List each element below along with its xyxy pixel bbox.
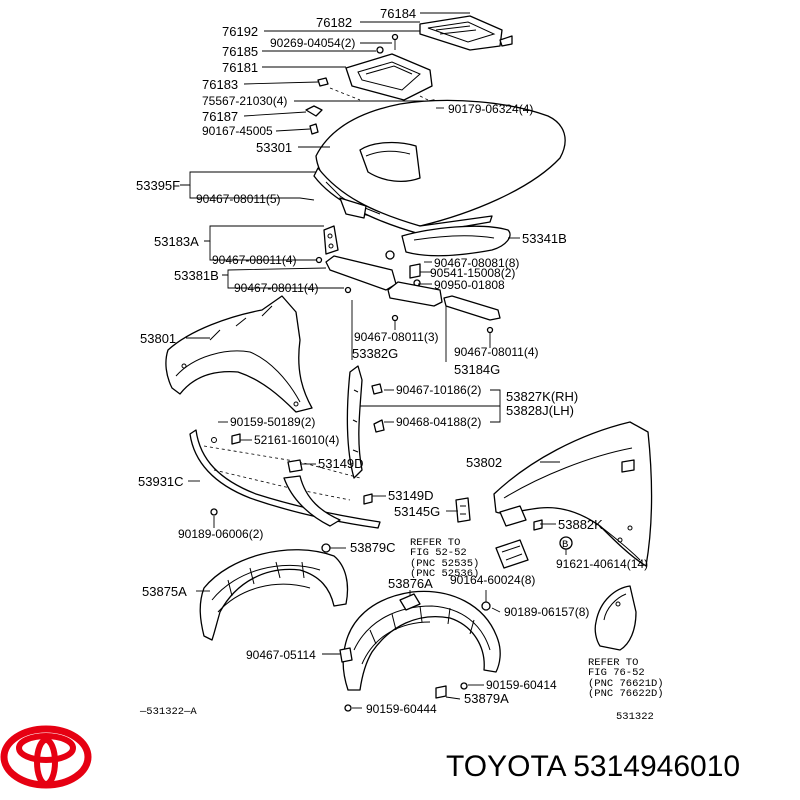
label-76184: 76184 xyxy=(380,6,416,21)
refer-to-pnc-52535: (PNC 52535) xyxy=(410,558,479,570)
label-90541-15008: 90541-15008(2) xyxy=(430,266,515,280)
label-53931C: 53931C xyxy=(138,474,184,489)
center-brace-drawing xyxy=(283,459,373,527)
part-number-labels: 76184 76182 76192 90269-04054(2) 76185 7… xyxy=(136,6,664,723)
label-53828J-lh: 53828J(LH) xyxy=(506,403,574,418)
label-53183A: 53183A xyxy=(154,234,199,249)
label-76185: 76185 xyxy=(222,44,258,59)
label-53184G: 53184G xyxy=(454,362,500,377)
hood-lock-bracket-drawing xyxy=(315,225,339,264)
label-53301: 53301 xyxy=(256,140,292,155)
label-53395F: 53395F xyxy=(136,178,180,193)
refer-to-fig-2: FIG 76-52 xyxy=(588,667,645,679)
label-76192: 76192 xyxy=(222,24,258,39)
mud-flap-drawing xyxy=(594,585,637,651)
label-90950-01808: 90950-01808 xyxy=(434,278,505,292)
hood-panel-drawing xyxy=(313,99,566,235)
label-53882K: 53882K xyxy=(558,517,603,532)
label-90468-04188: 90468-04188(2) xyxy=(396,415,481,429)
label-53145G: 53145G xyxy=(394,504,440,519)
label-91621-40614: 91621-40614(14) xyxy=(556,557,648,571)
label-53879A: 53879A xyxy=(464,691,509,706)
refer-to-note-1: REFER TO xyxy=(410,537,460,549)
label-90269-04054: 90269-04054(2) xyxy=(270,36,355,50)
label-90159-60414: 90159-60414 xyxy=(486,678,557,692)
label-53876A: 53876A xyxy=(388,576,433,591)
label-90467-08011-4c: 90467-08011(4) xyxy=(454,345,539,359)
radiator-support-brackets-drawing xyxy=(346,365,385,479)
label-90159-60444: 90159-60444 xyxy=(366,702,437,716)
diagram-code-right: 531322 xyxy=(616,711,654,723)
label-53149D-lower: 53149D xyxy=(388,488,434,503)
fender-seals-drawing xyxy=(325,255,501,334)
toyota-logo xyxy=(0,725,92,789)
left-fender-liner-drawing xyxy=(199,543,349,641)
label-53382G: 53382G xyxy=(352,346,398,361)
label-90467-10186: 90467-10186(2) xyxy=(396,383,481,397)
refer-to-pnc-76621d: (PNC 76621D) xyxy=(588,678,664,690)
label-53827K-rh: 53827K(RH) xyxy=(506,389,578,404)
circle-marker-b: B xyxy=(562,539,568,551)
hood-scoop-base-drawing xyxy=(345,33,433,101)
label-90467-08081: 90467-08081(8) xyxy=(434,256,519,270)
refer-to-pnc-52536: (PNC 52536) xyxy=(410,568,479,580)
label-90159-50189: 90159-50189(2) xyxy=(230,415,315,429)
label-90467-05114: 90467-05114 xyxy=(246,648,316,662)
label-90467-08011-4a: 90467-08011(4) xyxy=(212,253,297,267)
refer-to-note-2: REFER TO xyxy=(588,657,638,669)
diagram-code-left: —531322—A xyxy=(139,706,197,718)
label-90189-06157: 90189-06157(8) xyxy=(504,605,589,619)
label-52161-16010: 52161-16010(4) xyxy=(254,433,339,447)
label-90467-08011-5: 90467-08011(5) xyxy=(196,192,281,206)
label-53341B: 53341B xyxy=(522,231,567,246)
label-53802: 53802 xyxy=(466,455,502,470)
right-fender-liner-drawing xyxy=(339,590,501,712)
label-76181: 76181 xyxy=(222,60,258,75)
label-90167-45005: 90167-45005 xyxy=(202,124,273,138)
refer-to-fig-1: FIG 52-52 xyxy=(410,547,467,559)
leader-lines xyxy=(180,12,567,709)
label-53801: 53801 xyxy=(140,331,176,346)
refer-to-pnc-76622d: (PNC 76622D) xyxy=(588,688,664,700)
brand-part-number: TOYOTA 5314946010 xyxy=(446,750,740,783)
label-76187: 76187 xyxy=(202,109,238,124)
hood-scoop-cover-drawing xyxy=(419,15,513,51)
label-53149D-upper: 53149D xyxy=(318,456,364,471)
label-90467-08011-4b: 90467-08011(4) xyxy=(234,281,319,295)
label-53879C: 53879C xyxy=(350,540,396,555)
left-fender-drawing xyxy=(165,295,313,413)
label-75567-21030: 75567-21030(4) xyxy=(202,94,287,108)
label-90189-06006: 90189-06006(2) xyxy=(178,527,263,541)
fender-brackets-drawing xyxy=(455,497,573,569)
label-76182: 76182 xyxy=(316,15,352,30)
label-90467-08011-3: 90467-08011(3) xyxy=(354,330,439,344)
label-76183: 76183 xyxy=(202,77,238,92)
label-90164-60024: 90164-60024(8) xyxy=(450,573,535,587)
label-90179-06324: 90179-06324(4) xyxy=(448,102,533,116)
label-53381B: 53381B xyxy=(174,268,219,283)
right-fender-drawing xyxy=(493,421,653,567)
label-53875A: 53875A xyxy=(142,584,187,599)
